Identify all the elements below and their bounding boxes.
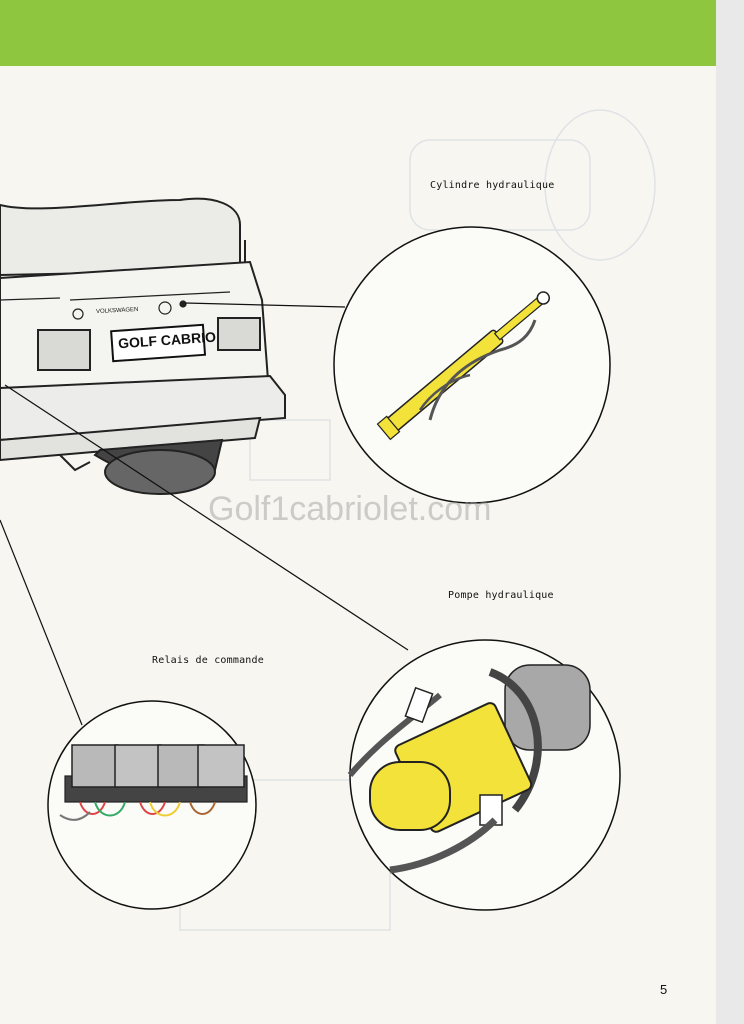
pump-callout-label: Pompe hydraulique bbox=[448, 590, 554, 601]
relay-callout-label: Relais de commande bbox=[152, 655, 264, 666]
page-edge bbox=[716, 0, 744, 1024]
page-number: 5 bbox=[660, 982, 668, 997]
cylinder-detail-circle bbox=[333, 226, 611, 504]
hydraulic-cylinder-drawing bbox=[376, 291, 551, 441]
header-band bbox=[0, 0, 716, 66]
cylinder-callout-label: Cylindre hydraulique bbox=[430, 180, 555, 191]
car-rear-illustration bbox=[0, 197, 286, 495]
car-outline-details bbox=[0, 291, 231, 320]
watermark: Golf1cabriolet.com bbox=[208, 490, 492, 528]
pump-detail-circle bbox=[347, 639, 621, 911]
leader-lines bbox=[0, 302, 409, 726]
license-plate bbox=[110, 323, 207, 363]
relay-detail-circle bbox=[47, 700, 257, 910]
